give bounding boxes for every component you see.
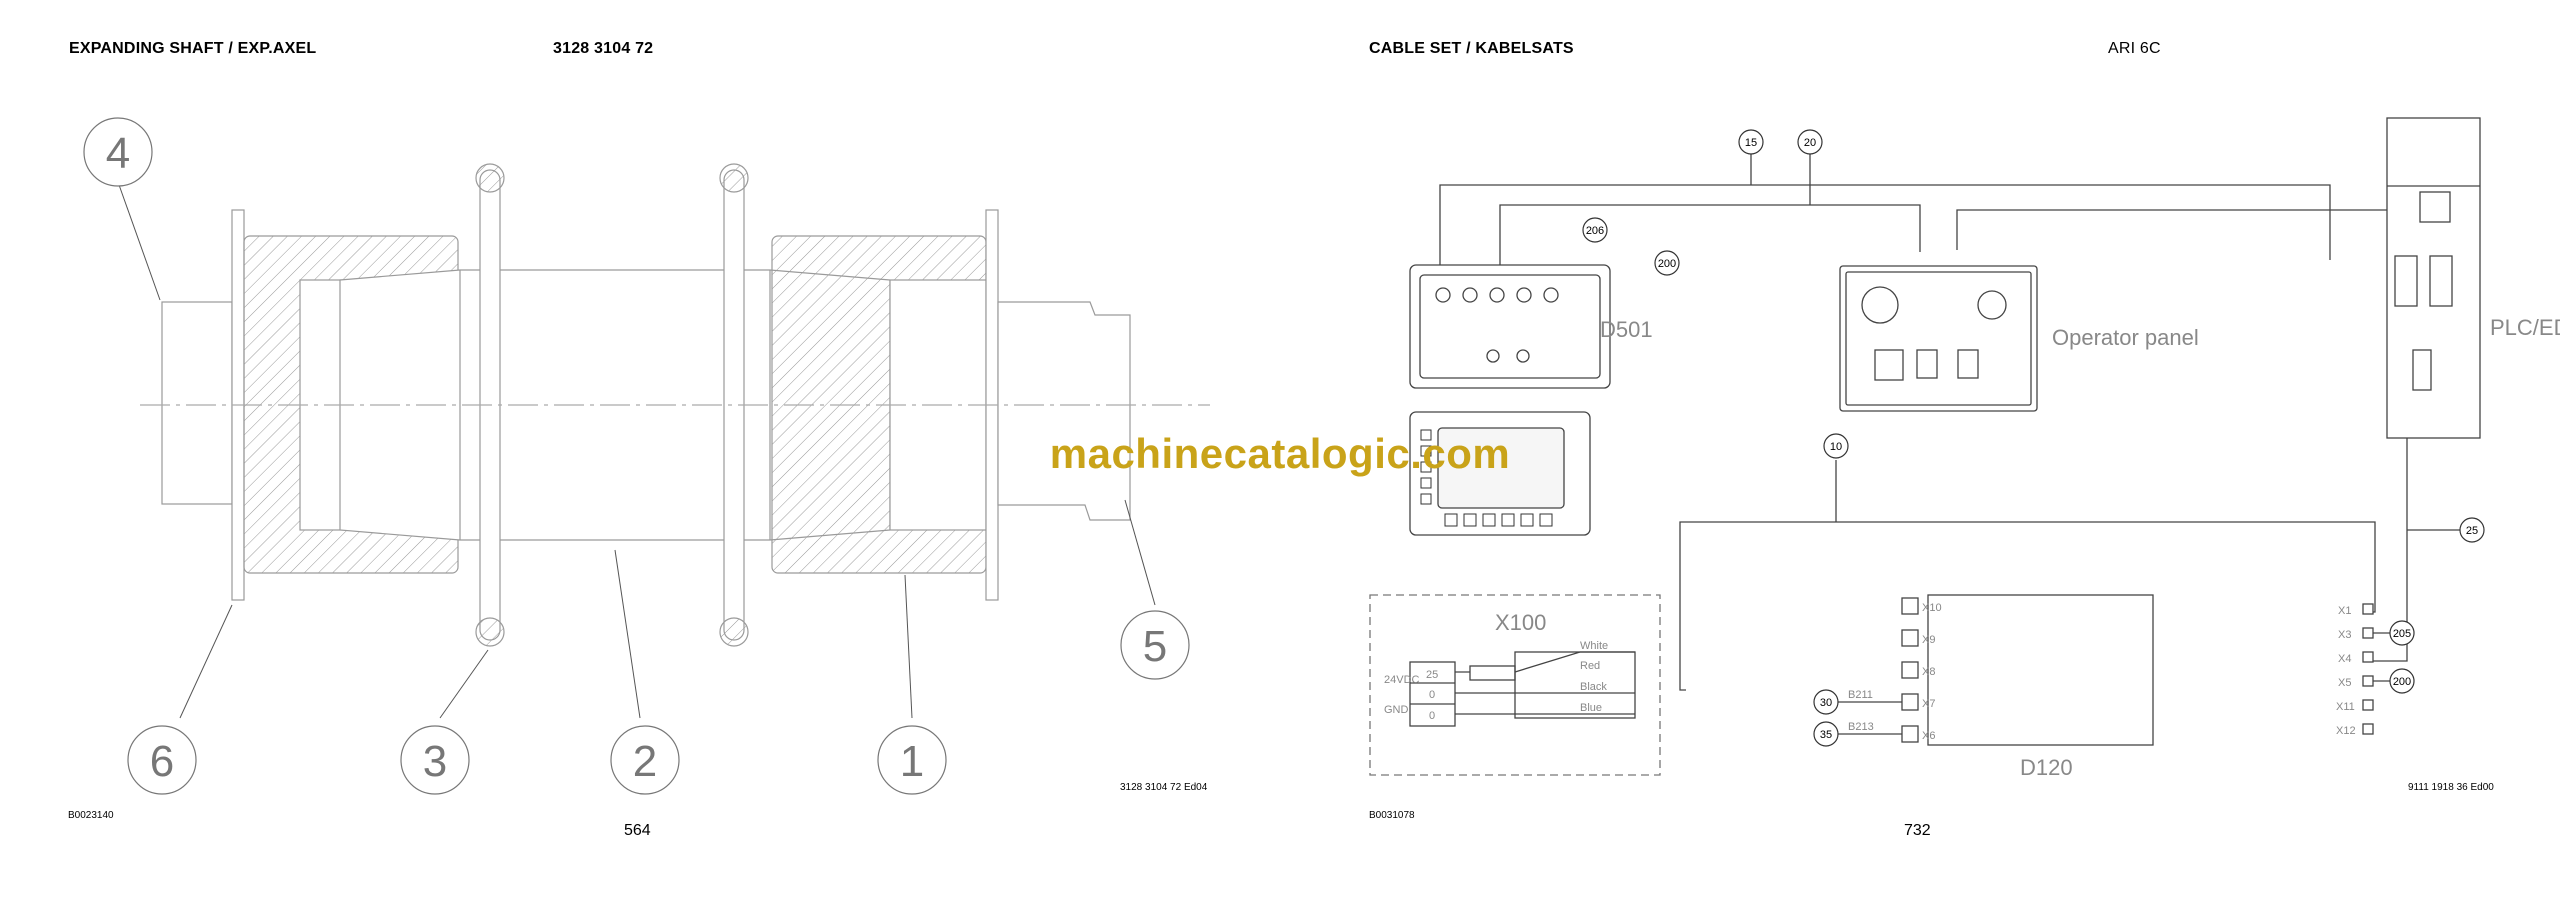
- d120-label: D120: [2020, 755, 2073, 780]
- callout-10: 10: [1830, 441, 1842, 453]
- expanding-shaft-drawing: 4 6 3 2 1 5: [83, 117, 1210, 795]
- conn-x11: X11: [2336, 701, 2355, 713]
- right-page: CABLE SET / KABELSATS ARI 6C: [1280, 0, 2560, 905]
- plc-cabinet-label: PLC/EDS cabinet: [2490, 315, 2560, 340]
- wire-blue: Blue: [1580, 702, 1602, 714]
- right-page-title: CABLE SET / KABELSATS: [1369, 40, 1574, 57]
- conn-x1: X1: [2338, 605, 2351, 617]
- callout-200-top: 200: [1658, 258, 1676, 270]
- left-drawing-id: B0023140: [68, 810, 114, 821]
- callout-25: 25: [2466, 525, 2478, 537]
- wire-white: White: [1580, 640, 1608, 652]
- wire-black: Black: [1580, 681, 1607, 693]
- conn-x4: X4: [2338, 653, 2351, 665]
- left-part-number: 3128 3104 72: [553, 40, 654, 57]
- conn-x9: X9: [1922, 634, 1935, 646]
- watermark: machinecatalogic.com: [1049, 430, 1511, 477]
- x100-label: X100: [1495, 610, 1546, 635]
- conn-x6: X6: [1922, 730, 1935, 742]
- callout-20: 20: [1804, 137, 1816, 149]
- conn-x10: X10: [1922, 602, 1942, 614]
- callout-6-label: 6: [150, 737, 174, 786]
- gnd-label: GND: [1384, 704, 1409, 716]
- callout-2: [610, 725, 680, 795]
- term-25: 25: [1426, 669, 1438, 681]
- conn-x5: X5: [2338, 677, 2351, 689]
- left-page-title: EXPANDING SHAFT / EXP.AXEL: [69, 40, 317, 57]
- b213-label: B213: [1848, 721, 1874, 733]
- right-model: ARI 6C: [2108, 40, 2161, 57]
- callout-15: 15: [1745, 137, 1757, 149]
- wire-red: Red: [1580, 660, 1600, 672]
- callout-30: 30: [1820, 697, 1832, 709]
- cable-set-diagram: 15 20 206 200 10 25 205 200 30 35 D501 O…: [1369, 117, 2560, 780]
- callout-1-label: 1: [900, 737, 924, 786]
- callout-3-label: 3: [423, 737, 447, 786]
- callout-4-label: 4: [106, 129, 130, 178]
- left-page-number: 564: [624, 822, 651, 839]
- left-page: EXPANDING SHAFT / EXP.AXEL 3128 3104 72: [68, 40, 1210, 839]
- left-revision: 3128 3104 72 Ed04: [1120, 782, 1208, 793]
- callout-4: [83, 117, 153, 187]
- callout-200-bottom: 200: [2393, 676, 2411, 688]
- operator-panel-label: Operator panel: [2052, 325, 2199, 350]
- callout-3: [400, 725, 470, 795]
- callout-206: 206: [1586, 225, 1604, 237]
- right-revision: 9111 1918 36 Ed00: [2408, 782, 2494, 793]
- callout-5-label: 5: [1143, 622, 1167, 671]
- callout-5: [1120, 610, 1190, 680]
- term-0a: 0: [1429, 689, 1435, 701]
- callout-1: [877, 725, 947, 795]
- b211-label: B211: [1848, 689, 1873, 701]
- callout-205: 205: [2393, 628, 2411, 640]
- callout-2-label: 2: [633, 737, 657, 786]
- right-drawing-id: B0031078: [1369, 810, 1415, 821]
- v24-label: 24VDC: [1384, 674, 1420, 686]
- conn-x3: X3: [2338, 629, 2351, 641]
- callout-35: 35: [1820, 729, 1832, 741]
- conn-x8: X8: [1922, 666, 1935, 678]
- d501-label: D501: [1600, 317, 1653, 342]
- conn-x7: X7: [1922, 698, 1935, 710]
- conn-x12: X12: [2336, 725, 2356, 737]
- right-page-number: 732: [1904, 822, 1931, 839]
- term-0b: 0: [1429, 710, 1435, 722]
- callout-6: [127, 725, 197, 795]
